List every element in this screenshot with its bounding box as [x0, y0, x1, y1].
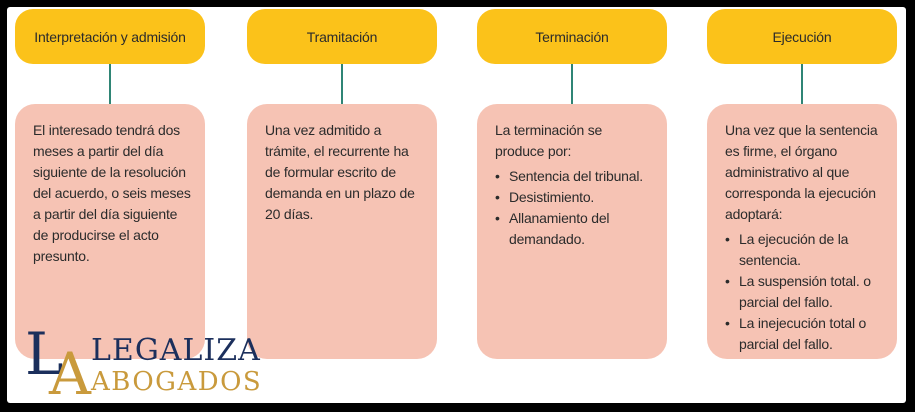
- stage-card: La terminación se produce por: Sentencia…: [477, 104, 667, 359]
- logo-wordmark-bottom: ABOGADOS: [91, 367, 263, 397]
- stage-intro: Una vez que la sentencia es firme, el ór…: [725, 122, 878, 222]
- column-ejecucion: Ejecución Una vez que la sentencia es fi…: [707, 7, 897, 403]
- connector-line: [109, 64, 111, 106]
- stage-header: Interpretación y admisión: [15, 9, 205, 64]
- stage-card: El interesado tendrá dos meses a partir …: [15, 104, 205, 359]
- column-interpretacion: Interpretación y admisión El interesado …: [15, 7, 205, 403]
- bullet-item: La ejecución de la sentencia.: [725, 229, 883, 271]
- bullet-item: Sentencia del tribunal.: [495, 166, 653, 187]
- column-terminacion: Terminación La terminación se produce po…: [477, 7, 667, 403]
- stage-header: Ejecución: [707, 9, 897, 64]
- bullet-item: Desistimiento.: [495, 187, 653, 208]
- stage-bullet-list: Sentencia del tribunal. Desistimiento. A…: [495, 166, 653, 250]
- connector-line: [801, 64, 803, 106]
- stage-header: Tramitación: [247, 9, 437, 64]
- connector-line: [341, 64, 343, 106]
- stage-text: El interesado tendrá dos meses a partir …: [33, 122, 191, 264]
- stage-card: Una vez admitido a trámite, el recurrent…: [247, 104, 437, 359]
- logo-letter-l: L: [25, 320, 64, 388]
- stage-card: Una vez que la sentencia es firme, el ór…: [707, 104, 897, 359]
- stage-intro: La terminación se produce por:: [495, 122, 603, 159]
- column-tramitacion: Tramitación Una vez admitido a trámite, …: [247, 7, 437, 403]
- connector-line: [571, 64, 573, 106]
- bullet-item: La suspensión total. o parcial del fallo…: [725, 271, 883, 313]
- bullet-item: La inejecución total o parcial del fallo…: [725, 313, 883, 355]
- logo-letter-a: A: [49, 340, 91, 403]
- logo-wordmark-top: LEGALIZA: [91, 333, 261, 368]
- stage-bullet-list: La ejecución de la sentencia. La suspens…: [725, 229, 883, 355]
- legaliza-logo: L A LEGALIZA ABOGADOS: [21, 325, 311, 403]
- diagram-frame: Interpretación y admisión El interesado …: [7, 7, 906, 403]
- stage-header: Terminación: [477, 9, 667, 64]
- bullet-item: Allanamiento del demandado.: [495, 208, 653, 250]
- stage-text: Una vez admitido a trámite, el recurrent…: [265, 122, 415, 222]
